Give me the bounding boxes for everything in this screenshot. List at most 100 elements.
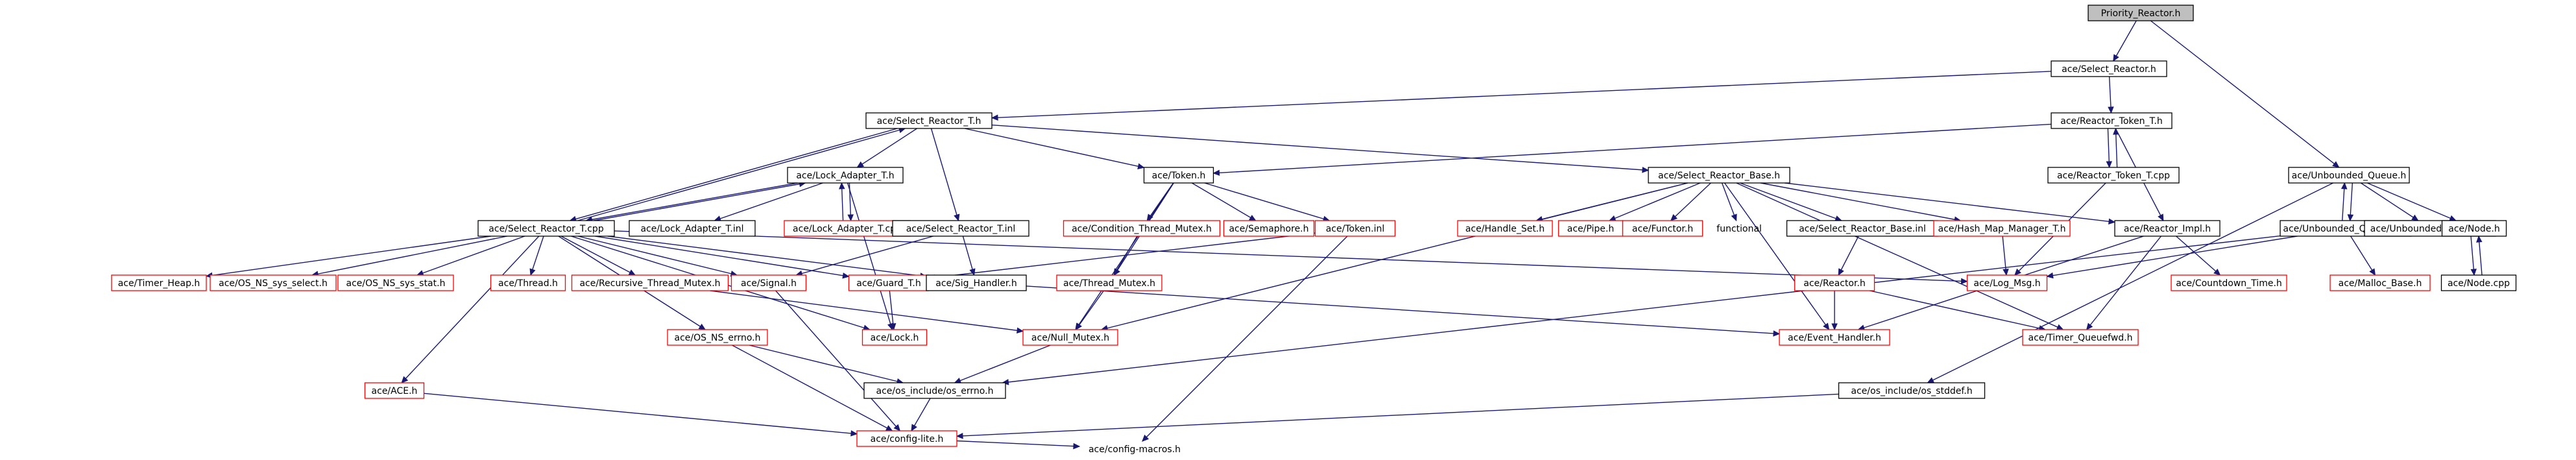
graph-node[interactable]: ace/os_include/os_stddef.h xyxy=(1838,382,1986,399)
graph-node[interactable]: Priority_Reactor.h xyxy=(2088,5,2194,21)
node-label: ace/Hash_Map_Manager_T.h xyxy=(1938,224,2065,234)
edge-arrowhead xyxy=(954,378,962,383)
edge-arrowhead xyxy=(1608,215,1617,221)
graph-node[interactable]: ace/OS_NS_sys_select.h xyxy=(210,274,337,291)
dependency-edge xyxy=(594,182,806,221)
graph-node[interactable]: ace/Select_Reactor_Base.inl xyxy=(1786,220,1939,237)
graph-node[interactable]: ace/Null_Mutex.h xyxy=(1022,329,1118,346)
graph-node[interactable]: ace/Reactor.h xyxy=(1794,274,1875,291)
node-label: functional xyxy=(1716,224,1762,234)
node-box xyxy=(892,220,1029,237)
dependency-edge xyxy=(1740,182,1842,221)
dependency-edge xyxy=(2047,236,2298,277)
graph-node[interactable]: ace/Thread_Mutex.h xyxy=(1056,274,1162,291)
dependency-edge xyxy=(847,182,893,330)
graph-node[interactable]: ace/Recursive_Thread_Mutex.h xyxy=(571,274,729,291)
edge-arrowhead xyxy=(1823,322,1830,331)
dependency-edge xyxy=(714,182,823,221)
graph-node[interactable]: ace/os_include/os_errno.h xyxy=(863,382,1006,399)
node-box xyxy=(210,274,337,291)
graph-node[interactable]: ace/Lock_Adapter_T.h xyxy=(787,167,904,184)
graph-node[interactable]: ace/Signal.h xyxy=(730,274,807,291)
graph-node[interactable]: ace/Select_Reactor.h xyxy=(2051,60,2167,77)
node-box xyxy=(2088,5,2194,21)
node-label: ace/Event_Handler.h xyxy=(1788,333,1881,343)
graph-node[interactable]: ace/Timer_Heap.h xyxy=(111,274,207,291)
node-label: ace/Reactor_Impl.h xyxy=(2124,224,2211,234)
edge-arrowhead xyxy=(954,213,960,222)
edge-arrowhead xyxy=(2332,161,2340,168)
node-box xyxy=(490,274,566,291)
graph-node[interactable]: ace/Event_Handler.h xyxy=(1779,329,1890,346)
graph-node[interactable]: ace/Node.h xyxy=(2441,220,2507,237)
node-box xyxy=(863,382,1006,399)
graph-node[interactable]: ace/Lock_Adapter_T.cpp xyxy=(784,220,911,237)
graph-node[interactable]: ace/Lock.h xyxy=(861,329,928,346)
edge-arrowhead xyxy=(991,114,998,121)
graph-node[interactable]: ace/Log_Msg.h xyxy=(1966,274,2048,291)
graph-node[interactable]: ace/config-lite.h xyxy=(856,430,957,447)
graph-node[interactable]: ace/ACE.h xyxy=(364,382,425,399)
edge-arrowhead xyxy=(1142,434,1150,442)
node-box xyxy=(477,220,615,237)
graph-node[interactable]: ace/Lock_Adapter_T.inl xyxy=(629,220,756,237)
edge-arrowhead xyxy=(850,430,858,437)
graph-node[interactable]: ace/Condition_Thread_Mutex.h xyxy=(1063,220,1221,237)
node-box xyxy=(1648,167,1790,184)
node-label: ace/Sig_Handler.h xyxy=(935,278,1017,289)
node-label: ace/Select_Reactor_T.cpp xyxy=(488,224,604,234)
graph-node[interactable]: ace/Malloc_Base.h xyxy=(2329,274,2431,291)
dependency-edge xyxy=(595,236,849,277)
graph-node[interactable]: ace/Unbounded_Queue.h xyxy=(2288,167,2410,184)
node-label: ace/Lock_Adapter_T.cpp xyxy=(793,224,902,234)
node-label: ace/Reactor_Token_T.cpp xyxy=(2057,171,2170,181)
dependency-edge xyxy=(2150,20,2340,168)
graph-node[interactable]: ace/Thread.h xyxy=(490,274,566,291)
node-box xyxy=(2329,274,2431,291)
graph-node[interactable]: ace/Select_Reactor_T.cpp xyxy=(477,220,615,237)
edge-arrowhead xyxy=(1670,213,1678,221)
graph-node[interactable]: ace/Timer_Queuefwd.h xyxy=(2022,329,2139,346)
dependency-edge xyxy=(577,236,738,276)
graph-node[interactable]: ace/Semaphore.h xyxy=(1223,220,1315,237)
graph-node[interactable]: ace/Select_Reactor_Base.h xyxy=(1648,167,1790,184)
node-box xyxy=(1933,220,2071,237)
node-label: ace/Semaphore.h xyxy=(1229,224,1308,234)
dependency-edge xyxy=(1076,290,1104,330)
graph-node[interactable]: ace/Hash_Map_Manager_T.h xyxy=(1933,220,2071,237)
graph-node[interactable]: ace/Handle_Set.h xyxy=(1457,220,1553,237)
dependency-edge xyxy=(2350,236,2376,276)
edge-arrowhead xyxy=(1831,323,1838,331)
graph-node[interactable]: ace/Sig_Handler.h xyxy=(926,274,1027,291)
graph-node[interactable]: ace/Guard_T.h xyxy=(848,274,930,291)
graph-node[interactable]: ace/Token.h xyxy=(1143,167,1214,184)
dependency-edge xyxy=(1142,236,1348,442)
graph-node[interactable]: ace/Select_Reactor_T.inl xyxy=(892,220,1029,237)
dependency-edge xyxy=(2113,20,2137,62)
dependency-edge xyxy=(1191,182,1257,221)
graph-node[interactable]: ace/Reactor_Token_T.h xyxy=(2051,112,2173,129)
edge-arrowhead xyxy=(2014,268,2021,276)
graph-node[interactable]: ace/Reactor_Token_T.cpp xyxy=(2047,167,2180,184)
edge-arrowhead xyxy=(1838,268,1844,276)
graph-node[interactable]: ace/Countdown_Time.h xyxy=(2171,274,2287,291)
dependency-edge xyxy=(1785,182,2115,223)
graph-node[interactable]: ace/Pipe.h xyxy=(1558,220,1624,237)
dependency-edge xyxy=(401,236,540,383)
graph-node[interactable]: ace/Functor.h xyxy=(1622,220,1703,237)
graph-node[interactable]: ace/OS_NS_sys_stat.h xyxy=(337,274,454,291)
node-label: ace/Lock_Adapter_T.inl xyxy=(640,224,743,234)
node-label: ace/Signal.h xyxy=(741,278,797,289)
graph-node[interactable]: ace/Token.inl xyxy=(1314,220,1396,237)
dependency-edge xyxy=(991,125,1649,171)
graph-node[interactable]: ace/Node.cpp xyxy=(2440,274,2517,291)
graph-node[interactable]: ace/Select_Reactor_T.h xyxy=(865,112,993,129)
dependency-edge xyxy=(1724,182,1830,330)
graph-node[interactable]: ace/OS_NS_errno.h xyxy=(667,329,768,346)
graph-node[interactable]: ace/Reactor_Impl.h xyxy=(2114,220,2221,237)
node-label: ace/Node.cpp xyxy=(2448,278,2510,289)
node-box xyxy=(667,329,768,346)
dependency-edge xyxy=(956,440,1080,447)
edge-arrowhead xyxy=(842,272,850,279)
node-box xyxy=(865,112,993,129)
